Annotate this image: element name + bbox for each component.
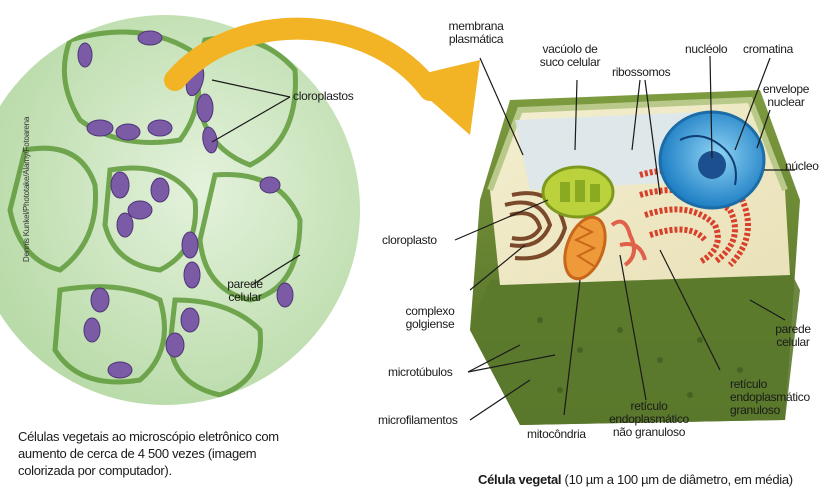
micrograph-caption: Células vegetais ao microscópio eletrôni… xyxy=(18,428,348,479)
plant-cell-diagram xyxy=(470,90,800,425)
label-microtubules: microtúbulos xyxy=(388,366,452,379)
label-plasma-membrane: membrana plasmática xyxy=(438,20,514,46)
label-cell-wall-micrograph: parede celular xyxy=(215,278,275,304)
label-rough-er: retículo endoplasmático granuloso xyxy=(730,378,810,417)
label-microfilaments: microfilamentos xyxy=(378,414,458,427)
cell-caption: Célula vegetal (10 µm a 100 µm de diâmet… xyxy=(478,471,793,488)
label-nuclear-envelope: envelope nuclear xyxy=(756,83,816,109)
cell-caption-title: Célula vegetal xyxy=(478,472,561,487)
label-nucleus: núcleo xyxy=(785,160,819,173)
label-cell-wall-diagram: parede celular xyxy=(765,323,821,349)
photo-credit: Dennis Kunkel/Phototake/Alamy/Fotoarena xyxy=(22,117,31,262)
label-ribosomes: ribossomos xyxy=(612,66,670,79)
label-nucleolus: nucléolo xyxy=(685,43,727,56)
cell-caption-detail: (10 µm a 100 µm de diâmetro, em média) xyxy=(561,472,793,487)
label-golgi: complexo golgiense xyxy=(398,305,462,331)
label-chromatin: cromatina xyxy=(743,43,793,56)
label-chloroplast: cloroplasto xyxy=(382,234,437,247)
label-chloroplasts: cloroplastos xyxy=(293,90,353,103)
label-mitochondrion: mitocôndria xyxy=(527,428,586,441)
label-vacuole: vacúolo de suco celular xyxy=(530,43,610,69)
label-smooth-er: retículo endoplasmático não granuloso xyxy=(608,400,690,439)
